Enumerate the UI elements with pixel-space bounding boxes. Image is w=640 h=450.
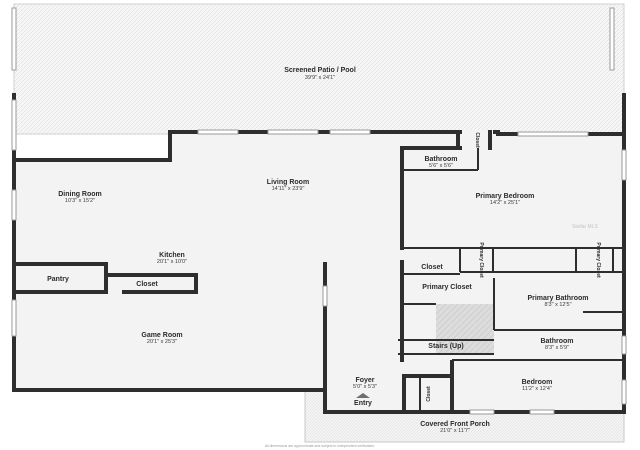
foyer-label: Foyer (355, 377, 374, 384)
primary-bath-label: Primary Bathroom (527, 295, 588, 302)
dining-label: Dining Room (58, 191, 102, 198)
primary-closet-label: Primary Closet (422, 284, 472, 291)
mid-closet-label: Closet (421, 264, 443, 271)
pantry-label: Pantry (47, 276, 69, 283)
bath-top-label: Bathroom (424, 156, 457, 163)
bedroom-dims: 11'2" x 12'4" (522, 386, 552, 392)
primary-bedroom-dims: 14'2" x 25'1" (490, 200, 520, 206)
entry-label: Entry (354, 400, 372, 407)
windows (11, 7, 627, 415)
entry-arrow-icon (356, 393, 370, 398)
top-closet-label: Closet (474, 132, 480, 148)
patio-area (13, 3, 625, 135)
bedroom-label: Bedroom (522, 379, 553, 386)
game-dims: 20'1" x 25'3" (147, 339, 177, 345)
primary-closet-b-label: Primary Closet (595, 242, 601, 278)
porch-dims: 21'0" x 11'7" (440, 428, 470, 434)
kitchen-dims: 20'1" x 10'0" (157, 259, 187, 265)
primary-bedroom-label: Primary Bedroom (476, 193, 535, 200)
patio-dims: 39'9" x 24'1" (305, 75, 335, 81)
kitchen-label: Kitchen (159, 252, 185, 259)
foyer-dims: 5'0" x 5'3" (353, 384, 377, 390)
bath-2-dims: 8'3" x 5'9" (545, 345, 569, 351)
porch-label: Covered Front Porch (420, 421, 490, 428)
footnote: All dimensions are approximate and subje… (265, 444, 376, 448)
stairs-area (436, 304, 494, 354)
bedroom-closet-label: Closet (426, 386, 432, 402)
primary-bath-dims: 8'3" x 12'5" (544, 302, 571, 308)
bath-2-label: Bathroom (540, 338, 573, 345)
primary-closet-a-label: Primary Closet (478, 242, 484, 278)
kitchen-closet-label: Closet (136, 281, 158, 288)
stairs-label: Stairs (Up) (428, 343, 463, 350)
bath-top-dims: 5'6" x 5'6" (429, 163, 453, 169)
dining-dims: 10'3" x 15'2" (65, 198, 95, 204)
game-label: Game Room (141, 332, 182, 339)
living-label: Living Room (267, 179, 309, 186)
watermark: Stellar MLS (572, 224, 599, 230)
living-dims: 14'11" x 23'9" (272, 186, 305, 192)
patio-label: Screened Patio / Pool (284, 67, 356, 74)
